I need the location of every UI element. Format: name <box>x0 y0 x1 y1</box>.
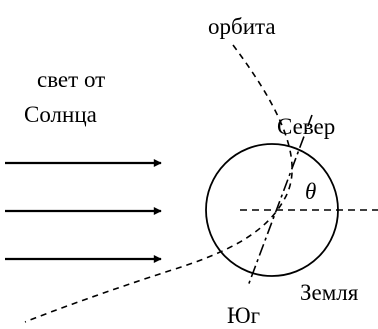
orbit-dashed-curve <box>24 44 293 323</box>
sunlight-arrows <box>5 159 162 263</box>
earth-label: Земля <box>300 280 359 305</box>
south-label: Юг <box>227 303 260 328</box>
orbit-label: орбита <box>208 14 276 39</box>
angle-theta-label: θ <box>305 179 316 204</box>
sunlight-label-line1: свет от <box>37 67 105 92</box>
north-label: Север <box>277 114 335 139</box>
sunlight-label-line2: Солнца <box>24 102 97 127</box>
earth-axis-dashed-line <box>247 114 313 287</box>
